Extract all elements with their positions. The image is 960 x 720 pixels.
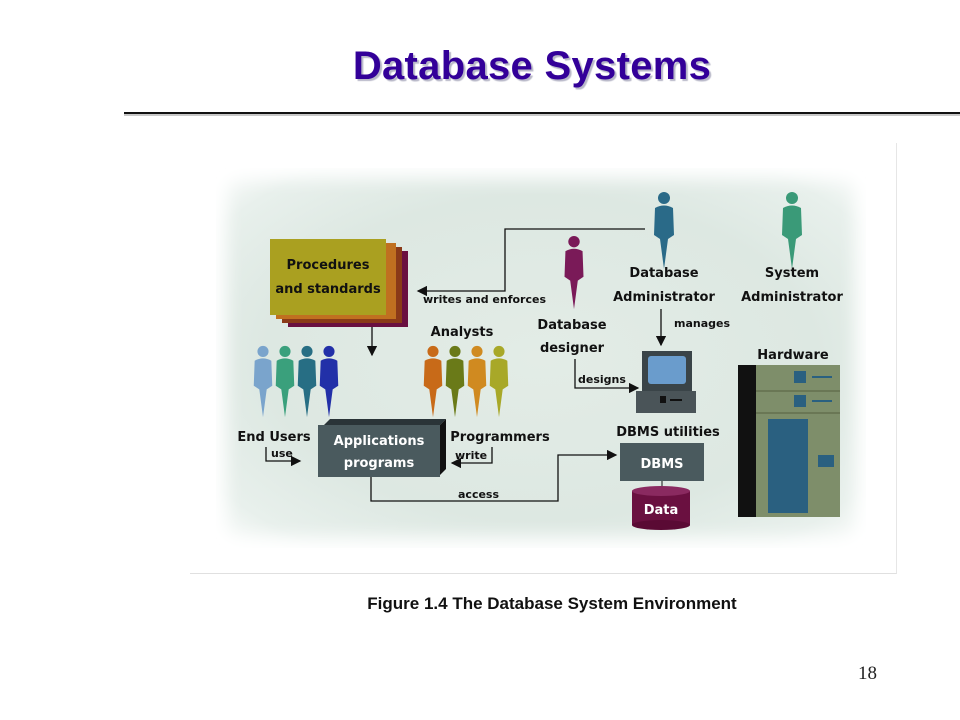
- sysadmin-label-2: Administrator: [741, 290, 843, 305]
- designer-label-2: designer: [540, 341, 605, 356]
- use-arrow: [265, 447, 302, 467]
- dba-label-1: Database: [629, 266, 698, 281]
- figure-caption: Figure 1.4 The Database System Environme…: [367, 594, 737, 613]
- data-cylinder: [632, 486, 690, 530]
- procedures-card: [270, 239, 386, 315]
- sysadmin-person-icon: [782, 192, 802, 269]
- access-arrow: [370, 449, 618, 502]
- applications-programs-box: [318, 419, 446, 477]
- manages-label: manages: [674, 317, 730, 330]
- hardware-tower-icon: [738, 365, 840, 517]
- dbms-label: DBMS: [641, 457, 684, 472]
- title-rule: [124, 112, 960, 114]
- dbms-box: [620, 443, 704, 481]
- end-users-group-icon: [253, 345, 339, 418]
- app-programs-label-2: programs: [344, 456, 415, 471]
- use-label: use: [271, 447, 293, 460]
- procedures-stack: Procedures and standards: [270, 239, 408, 327]
- procedures-label-2: and standards: [275, 282, 381, 297]
- designs-label: designs: [578, 373, 626, 386]
- write-arrow: [450, 447, 493, 469]
- end-users-label: End Users: [237, 430, 310, 445]
- write-label: write: [455, 449, 487, 462]
- data-label: Data: [644, 503, 679, 518]
- dba-person-icon: [654, 192, 674, 269]
- analysts-label: Analysts: [431, 325, 494, 340]
- title-rule-shadow: [124, 114, 960, 116]
- app-programs-label-1: Applications: [334, 434, 425, 449]
- slide-title: Database Systems: [352, 44, 712, 88]
- dbms-utilities-label: DBMS utilities: [616, 425, 720, 440]
- procedures-label-1: Procedures: [287, 258, 370, 273]
- sysadmin-label-1: System: [765, 266, 819, 281]
- analysts-group-icon: [423, 345, 509, 418]
- programmers-label: Programmers: [450, 430, 550, 445]
- hardware-label: Hardware: [757, 348, 829, 363]
- designs-arrow: [574, 359, 640, 394]
- writes-enforces-arrow: [416, 228, 645, 297]
- writes-enforces-label: writes and enforces: [423, 293, 546, 306]
- dba-label-2: Administrator: [613, 290, 715, 305]
- page-number: 18: [858, 663, 877, 684]
- designer-label-1: Database: [537, 318, 606, 333]
- computer-icon: [636, 351, 696, 413]
- access-label: access: [458, 488, 499, 501]
- database-environment-diagram: Procedures and standards writes and enfo…: [237, 192, 843, 530]
- designer-person-icon: [564, 235, 584, 310]
